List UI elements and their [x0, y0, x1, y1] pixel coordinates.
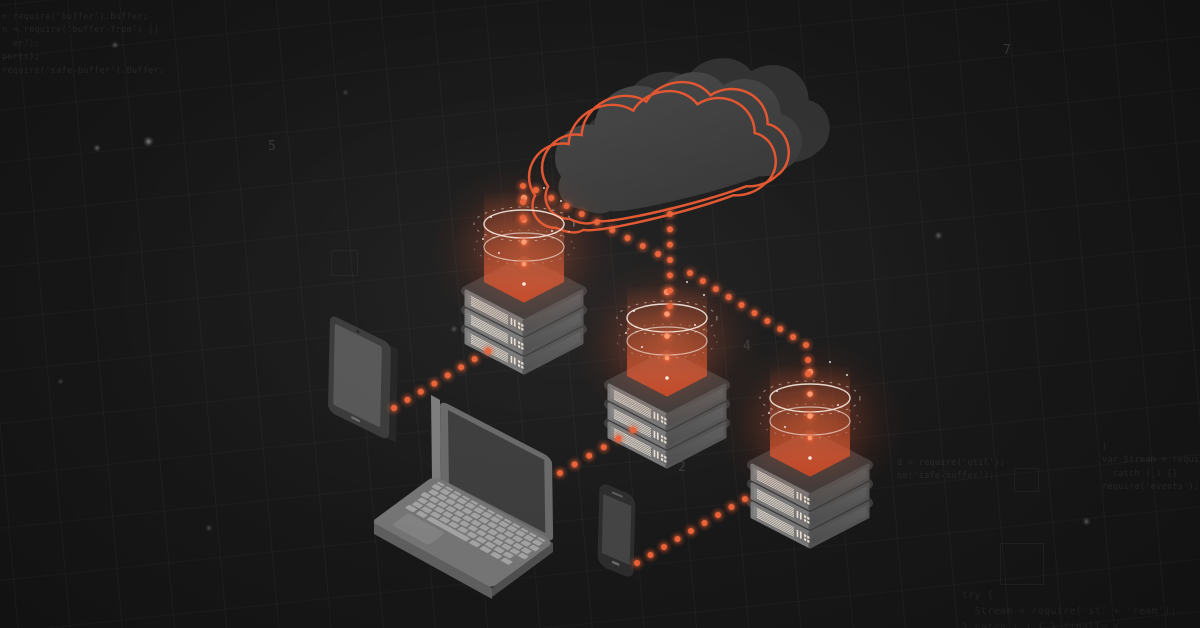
- phone-speaker: [611, 491, 623, 498]
- faint-digit: 7: [1003, 43, 1011, 58]
- background-code-text: d = require('util'); ne('safe-buffer');: [897, 457, 1006, 482]
- connection-phone-to-right-server: [628, 490, 754, 572]
- laptop-icon: [373, 395, 554, 599]
- background-code-text: try { Stream = require('st' + 'ream'); }…: [962, 590, 1177, 628]
- bokeh-dot: [450, 325, 458, 333]
- faint-square: [1000, 543, 1044, 585]
- faint-square: [1014, 468, 1039, 492]
- connection-cloud-to-middle-server: [661, 205, 679, 315]
- laptop-trackpad: [393, 513, 444, 545]
- phone-home-button: [611, 560, 620, 566]
- bokeh-dot: [1082, 517, 1091, 526]
- tablet-screen: [333, 324, 382, 427]
- laptop-front-edge: [374, 523, 492, 599]
- background-code-text: = require('buffer').Buffer; n = require(…: [2, 11, 165, 76]
- bokeh-dot: [57, 378, 64, 385]
- faint-square: [331, 250, 358, 276]
- bokeh-dot: [143, 136, 154, 147]
- connection-left-server-to-cloud: [514, 177, 667, 263]
- bokeh-dot: [205, 524, 213, 532]
- bokeh-dot: [934, 231, 943, 240]
- bokeh-dot: [342, 89, 349, 96]
- connection-tablet-to-left-server: [385, 342, 497, 417]
- laptop-right-edge: [492, 543, 553, 597]
- connection-laptop-to-middle-server: [551, 421, 642, 482]
- tablet-icon: [328, 316, 398, 443]
- hologram-middle: [572, 258, 762, 428]
- tablet-home-button: [351, 416, 361, 423]
- background-code-text: } var Stream = require('stream'); catch …: [1102, 441, 1200, 493]
- faint-digit: 5: [268, 139, 276, 154]
- laptop-screen: [447, 410, 546, 533]
- phone-screen: [601, 494, 632, 565]
- laptop-keyboard: [405, 481, 546, 565]
- tablet-camera: [356, 330, 360, 334]
- faint-digit: 2: [678, 460, 686, 475]
- bokeh-dot: [111, 41, 119, 49]
- laptop-lid-edge: [431, 395, 441, 485]
- connection-cloud-to-right-server: [681, 264, 817, 383]
- hologram-right: [715, 338, 905, 508]
- smartphone-icon: [597, 484, 641, 580]
- bokeh-dot: [93, 144, 101, 152]
